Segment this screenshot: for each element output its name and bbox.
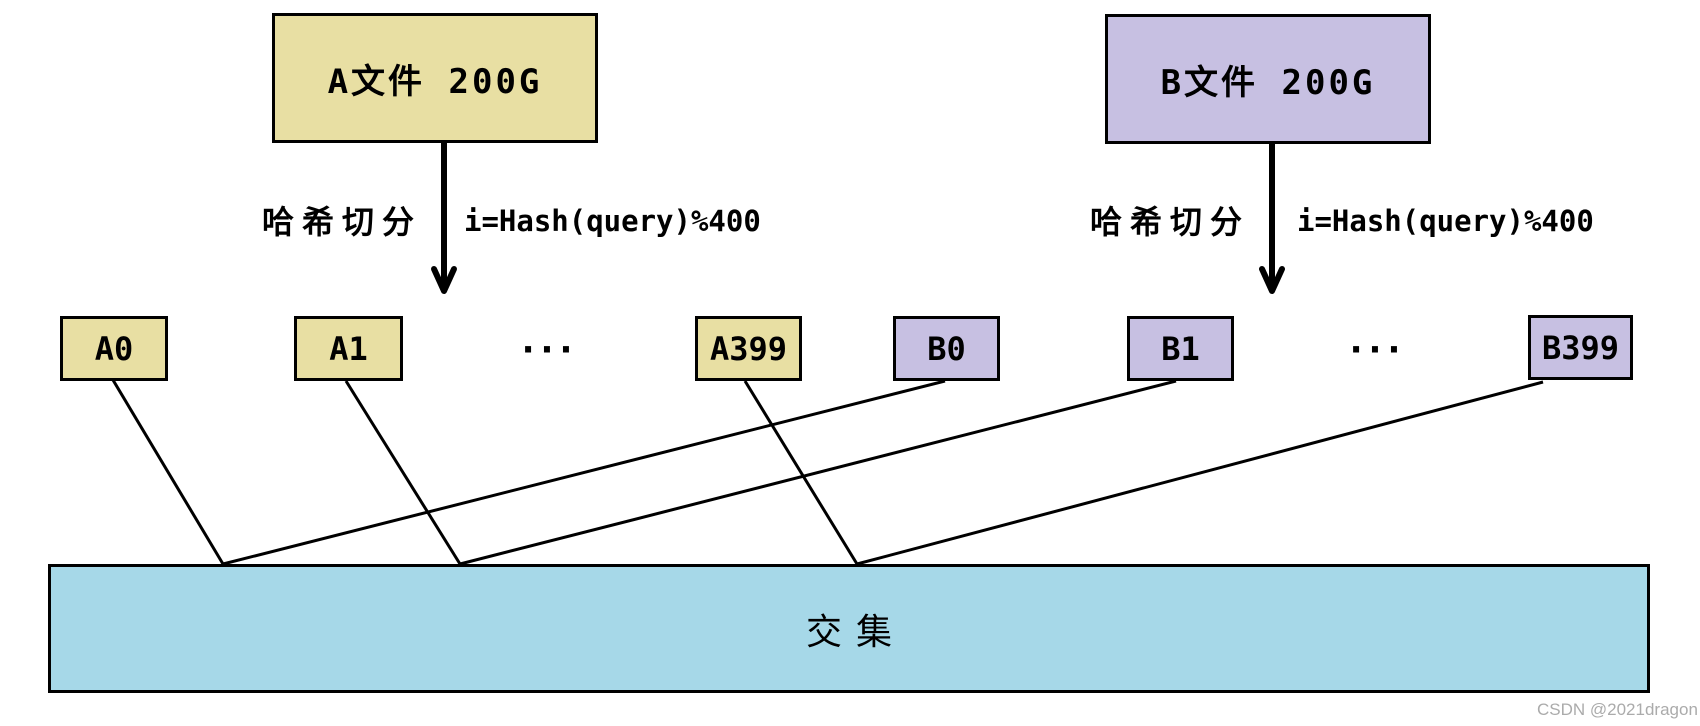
intersection-box: 交集 xyxy=(48,564,1650,693)
connector-b0-intersection xyxy=(222,379,946,566)
ellipsis-b: ··· xyxy=(1349,330,1407,370)
ellipsis-a: ··· xyxy=(521,330,579,370)
hash-split-label-a: 哈希切分 xyxy=(261,203,422,241)
hash-split-label-b: 哈希切分 xyxy=(1089,203,1250,241)
connector-a0-intersection xyxy=(111,379,225,565)
chunk-a399-label: A399 xyxy=(709,329,788,368)
hash-formula-b: i=Hash(query)%400 xyxy=(1297,204,1594,238)
hash-formula-a: i=Hash(query)%400 xyxy=(464,204,761,238)
arrow-b-head xyxy=(1259,266,1285,294)
chunk-a1-box: A1 xyxy=(294,316,403,381)
file-b-box: B文件 200G xyxy=(1105,14,1431,144)
intersection-label: 交集 xyxy=(805,611,906,653)
chunk-b1-label: B1 xyxy=(1161,329,1200,368)
file-a-label: A文件 200G xyxy=(327,61,543,102)
chunk-a399-box: A399 xyxy=(695,316,802,381)
file-b-label: B文件 200G xyxy=(1160,62,1376,103)
connector-b399-intersection xyxy=(856,380,1544,566)
file-a-box: A文件 200G xyxy=(272,13,598,143)
chunk-a0-label: A0 xyxy=(94,329,134,368)
arrow-a-head xyxy=(431,266,457,294)
chunk-b1-box: B1 xyxy=(1127,316,1234,381)
connector-b1-intersection xyxy=(459,379,1177,566)
connector-a399-intersection xyxy=(743,380,859,565)
chunk-b399-label: B399 xyxy=(1541,328,1620,367)
chunk-b0-label: B0 xyxy=(927,329,966,368)
chunk-a1-label: A1 xyxy=(329,329,368,368)
chunk-b0-box: B0 xyxy=(893,316,1000,381)
watermark-text: CSDN @2021dragon xyxy=(1537,700,1698,719)
chunk-a0-box: A0 xyxy=(60,316,168,381)
chunk-b399-box: B399 xyxy=(1528,315,1633,380)
connector-a1-intersection xyxy=(344,380,462,565)
